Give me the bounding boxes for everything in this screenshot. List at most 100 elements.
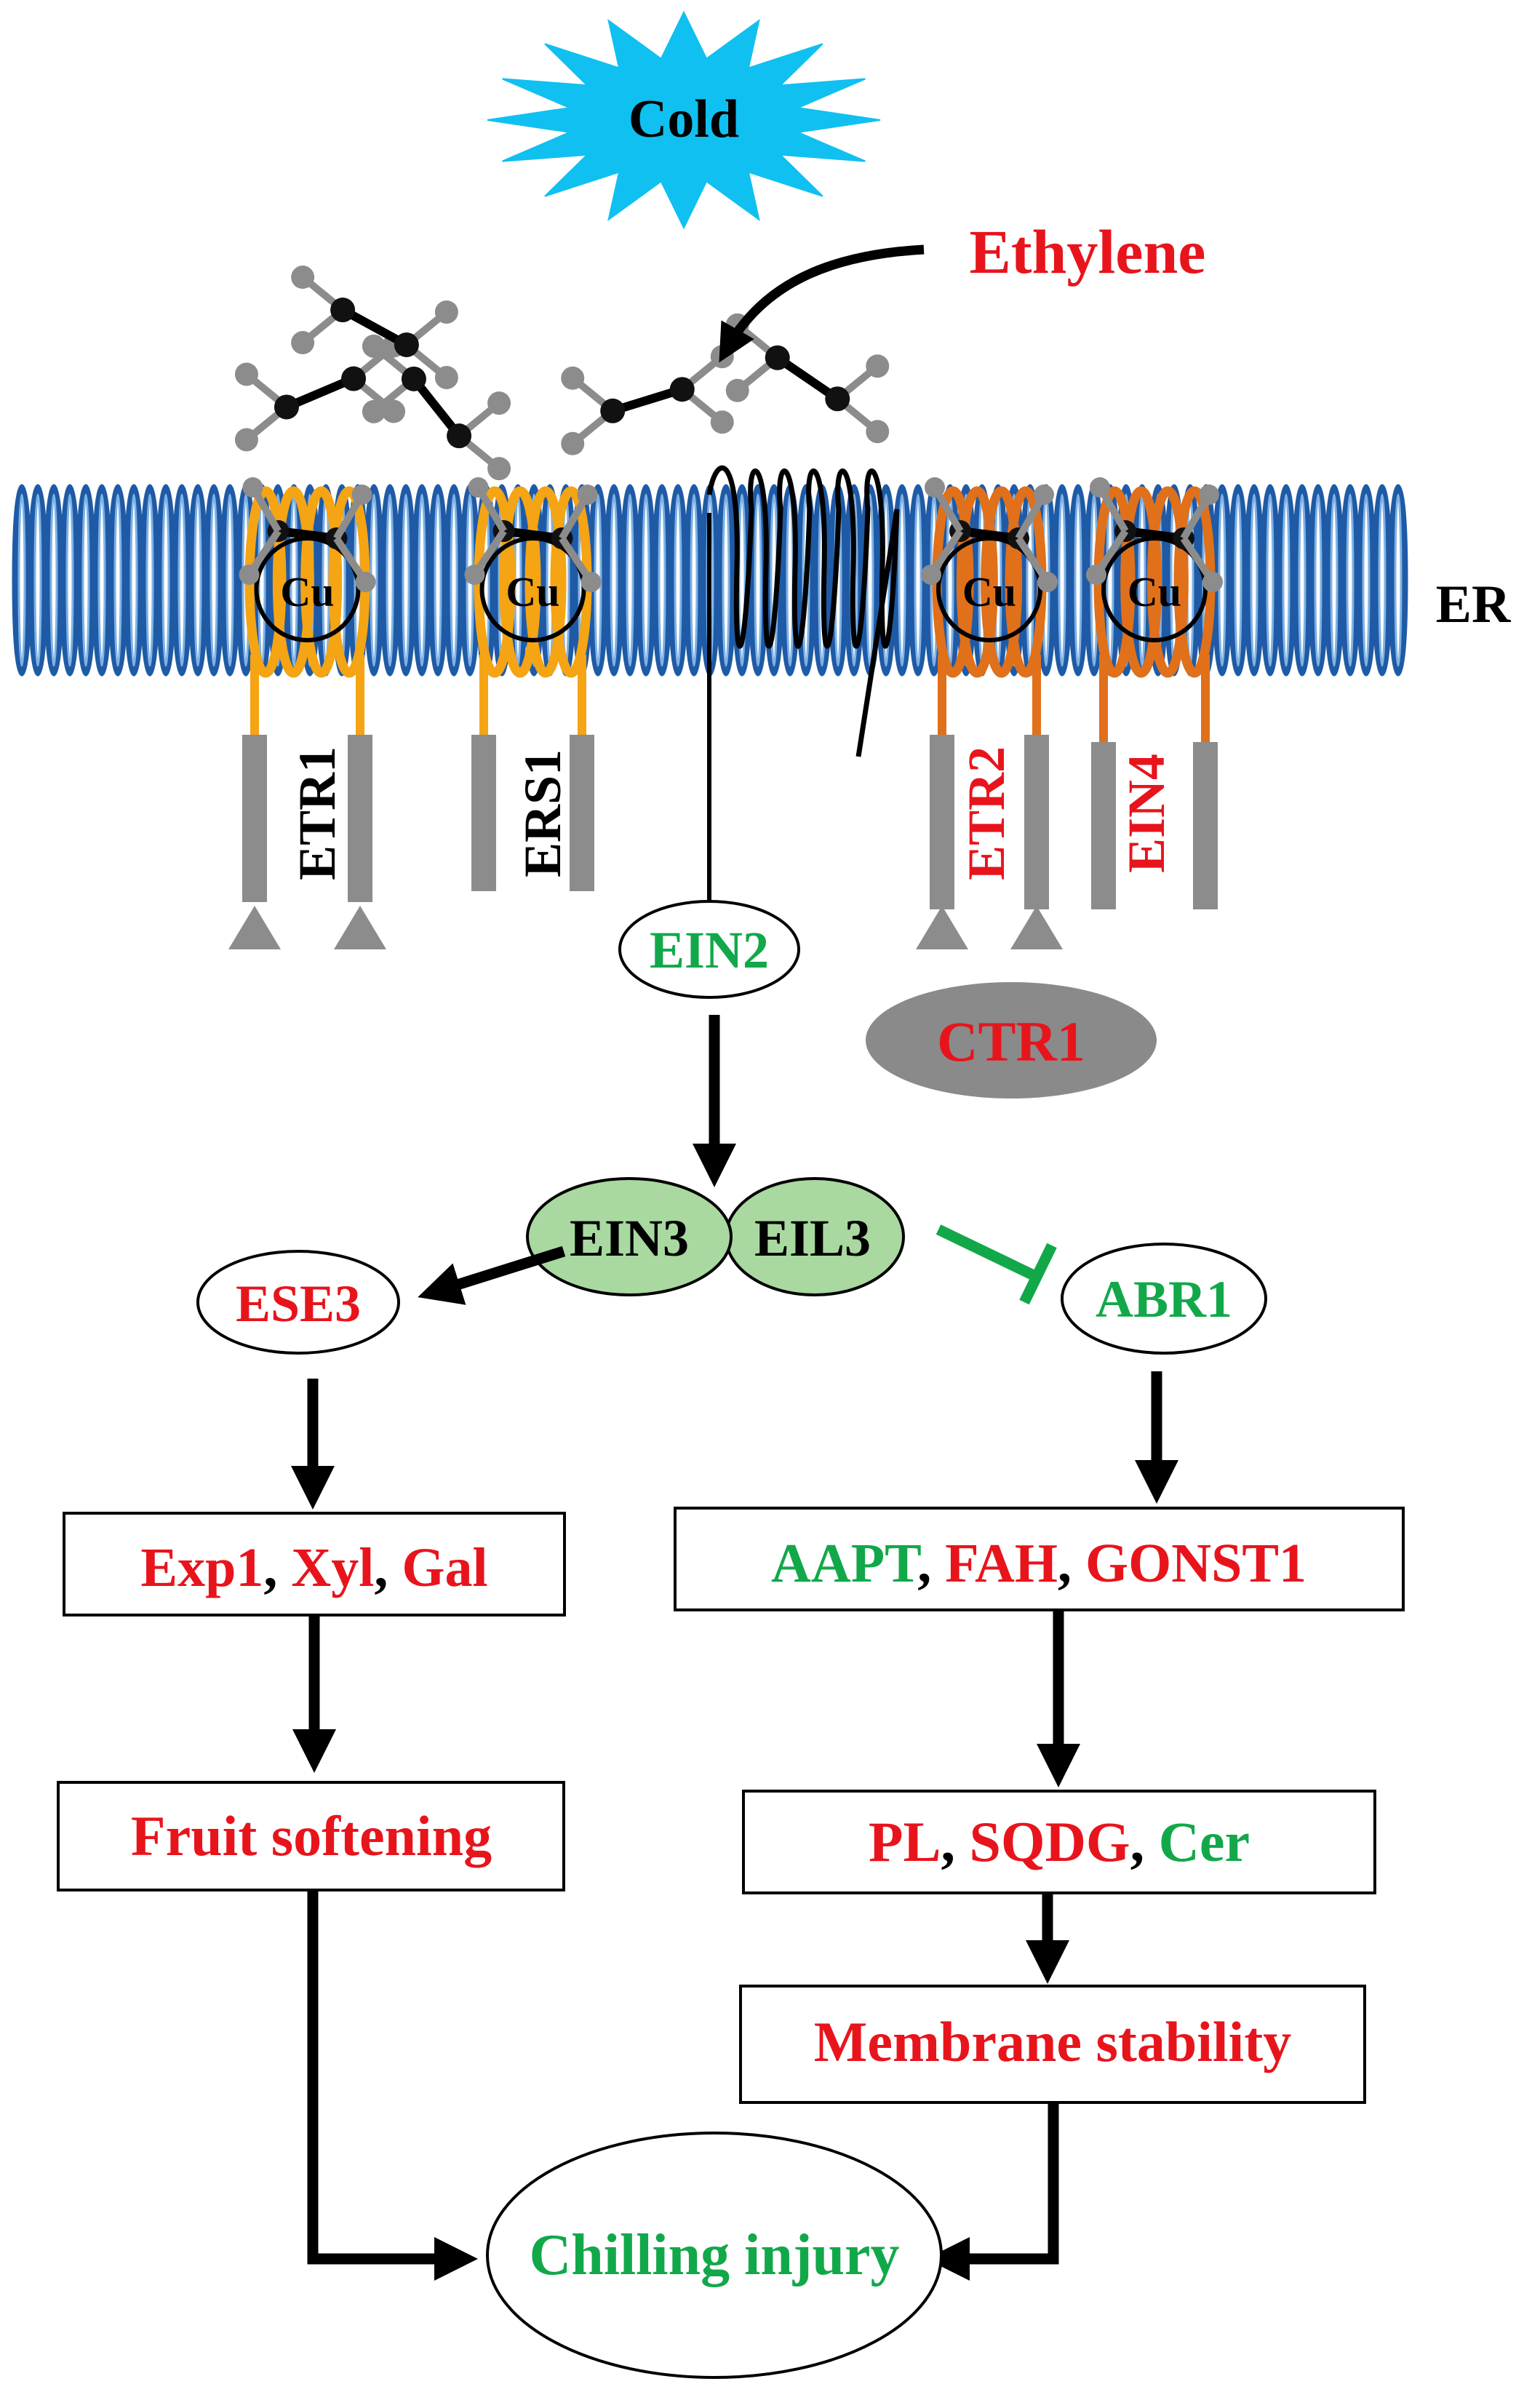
receptor-helix — [524, 486, 567, 678]
receptor-triangle — [228, 906, 281, 949]
membrane-coil-highlight — [1346, 493, 1355, 667]
membrane-coil-highlight — [129, 493, 138, 667]
ethylene-hydrogen — [362, 399, 386, 423]
ethylene-carbon — [600, 398, 626, 423]
membrane-coil-highlight — [754, 493, 762, 667]
membrane-coil-highlight — [97, 493, 106, 667]
fruit-softening-label: Fruit softening — [131, 1804, 492, 1867]
ein2-label: EIN2 — [650, 921, 769, 979]
membrane-coil — [220, 484, 240, 677]
membrane-coil — [124, 484, 144, 677]
gene-exp1: Exp1 — [140, 1537, 263, 1598]
right-genes-text: AAPT, FAH, GONST1 — [771, 1533, 1306, 1594]
separator: , — [1058, 1533, 1085, 1594]
ethylene-hydrogen — [434, 300, 458, 324]
receptor-triangle — [334, 906, 386, 949]
etr2-label: ETR2 — [957, 746, 1016, 880]
ethylene-molecules — [234, 266, 890, 481]
membrane-coil-highlight — [914, 493, 922, 667]
copper-label: Cu — [1128, 568, 1181, 615]
bound-ethylene-hydrogen — [351, 485, 372, 505]
ese3-node — [196, 1250, 400, 1355]
ctr1-node — [866, 982, 1157, 1099]
membrane-coil-highlight — [450, 493, 458, 667]
ein2-node — [618, 900, 800, 999]
ethylene-hydrogen — [434, 365, 458, 389]
membrane-coil-highlight — [1330, 493, 1338, 667]
eil3-inhibits-abr1 — [935, 1224, 1040, 1282]
membrane-coil-highlight — [434, 493, 442, 667]
membrane-coil-highlight — [226, 493, 234, 667]
membrane-coil — [1244, 484, 1264, 677]
ethylene-hydrogen — [487, 457, 511, 481]
membrane-coil — [76, 484, 96, 677]
membrane-coil-highlight — [1250, 493, 1258, 667]
ethylene-hydrogen — [561, 366, 585, 390]
receptor-domain-bar — [1024, 735, 1049, 909]
membrane-coil-highlight — [898, 493, 906, 667]
ethylene-hydrogen — [234, 362, 258, 386]
ein3-label: EIN3 — [570, 1209, 689, 1267]
membrane-coil — [1276, 484, 1296, 677]
softening-to-injury-arrow — [307, 1890, 478, 2281]
membrane-coil — [1308, 484, 1328, 677]
er-label: ER — [1436, 575, 1512, 634]
copper-label: Cu — [962, 568, 1016, 615]
cold-burst-shape — [487, 10, 881, 230]
receptor-domain-bar — [242, 735, 267, 902]
membrane-coil-highlight — [802, 493, 810, 667]
membrane-coil — [44, 484, 64, 677]
chilling-injury-label: Chilling injury — [529, 2223, 899, 2287]
membrane-coil-highlight — [1298, 493, 1306, 667]
lipids-text: PL, SQDG, Cer — [869, 1810, 1250, 1873]
receptor-domain-bar — [1091, 742, 1116, 909]
membrane-coil — [1356, 484, 1376, 677]
membrane-coil — [172, 484, 192, 677]
membrane-coil — [604, 484, 624, 677]
ein4-label: EIN4 — [1117, 754, 1176, 873]
gene-xyl: Xyl — [291, 1537, 374, 1598]
ethylene-hydrogen — [234, 428, 258, 452]
membrane-coil-highlight — [1378, 493, 1387, 667]
receptor-helix — [1146, 486, 1189, 678]
bound-ethylene-hydrogen — [1202, 572, 1223, 592]
membrane-coil — [716, 484, 736, 677]
membrane-coil-highlight — [1394, 493, 1403, 667]
ese3-label: ESE3 — [236, 1275, 361, 1333]
gene-fah: FAH — [945, 1533, 1058, 1594]
chilling-injury-node — [486, 2132, 943, 2379]
bound-ethylene-hydrogen — [1090, 477, 1110, 498]
membrane-coil — [684, 484, 704, 677]
ethylene-hydrogen — [725, 378, 749, 402]
membrane-coil-highlight — [113, 493, 122, 667]
ethylene-arrow — [719, 244, 925, 363]
membrane-coil — [140, 484, 160, 677]
bound-ethylene-hydrogen — [239, 565, 260, 585]
lipid-sqdg: SQDG — [970, 1810, 1130, 1873]
bound-ethylene-hydrogen — [1199, 485, 1219, 505]
ethylene-hydrogen — [362, 334, 386, 358]
membrane-coil — [620, 484, 640, 677]
membrane-coil — [1388, 484, 1408, 677]
membrane-coil — [396, 484, 416, 677]
membrane-coil — [204, 484, 224, 677]
membrane-coil-highlight — [161, 493, 170, 667]
bound-ethylene-hydrogen — [1034, 485, 1054, 505]
gene-gonst1: GONST1 — [1085, 1533, 1306, 1594]
receptor-domain-bar — [570, 735, 594, 891]
receptor-helix — [956, 486, 998, 678]
ethylene-carbon — [341, 366, 367, 391]
separator: , — [917, 1533, 945, 1594]
membrane-coil — [1228, 484, 1248, 677]
separator: , — [941, 1810, 970, 1873]
membrane-coil-highlight — [194, 493, 202, 667]
membrane-coil — [412, 484, 432, 677]
membrane-coil-highlight — [65, 493, 74, 667]
bound-ethylene-hydrogen — [921, 565, 941, 585]
membrane-coil-highlight — [386, 493, 394, 667]
ethylene-carbon — [401, 366, 426, 391]
membrane-coil — [108, 484, 128, 677]
right-genes-box — [674, 1507, 1405, 1611]
membrane-coil-highlight — [1266, 493, 1274, 667]
